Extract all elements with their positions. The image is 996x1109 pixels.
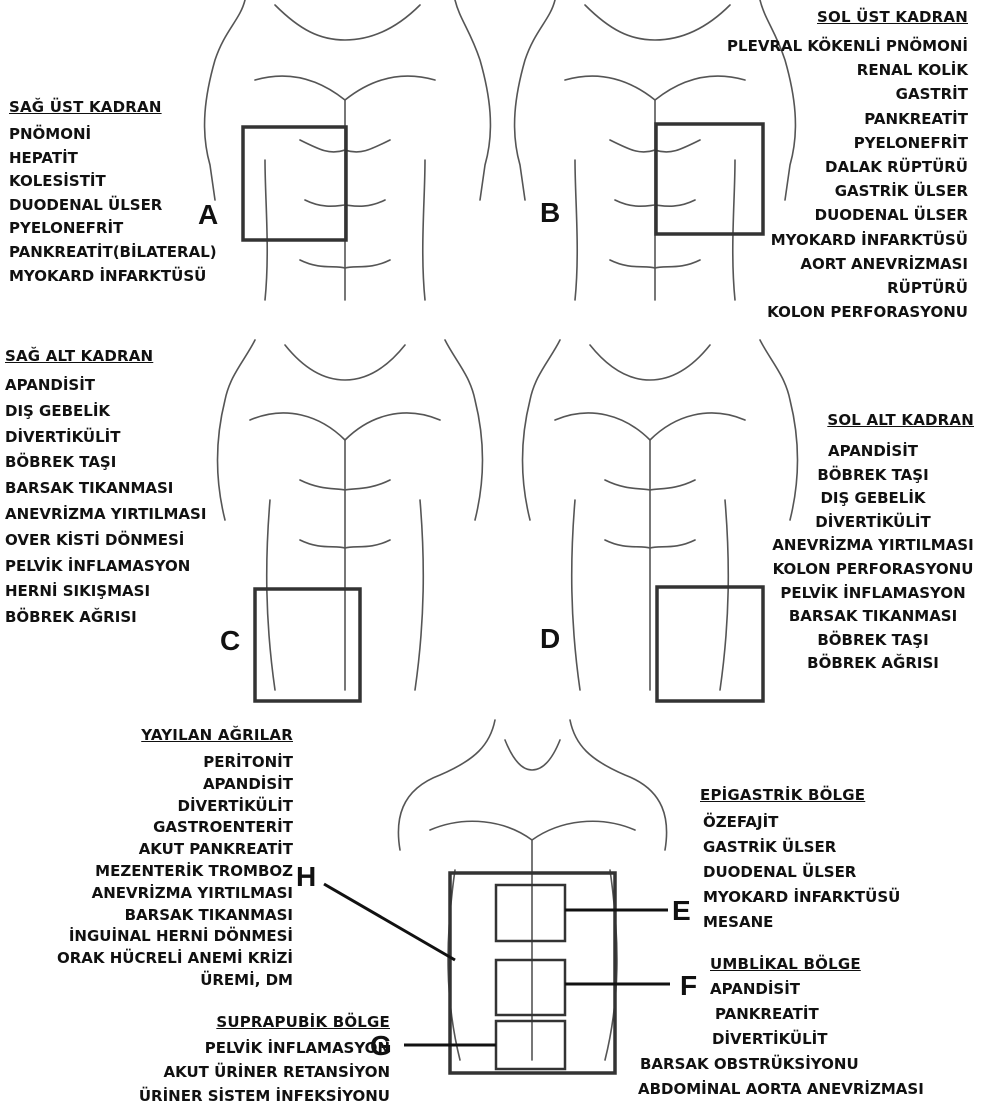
list-item: DIŞ GEBELİK — [5, 399, 206, 425]
list-item: DIŞ GEBELİK — [755, 487, 991, 511]
list-item: PLEVRAL KÖKENLİ PNÖMONİ — [727, 34, 968, 58]
list-item: BARSAK TIKANMASI — [57, 905, 293, 927]
region-g-title: SUPRAPUBİK BÖLGE — [216, 1013, 390, 1032]
list-item: RÜPTÜRÜ — [727, 276, 968, 300]
list-item: BARSAK TIKANMASI — [5, 476, 206, 502]
label-f: F — [680, 971, 697, 1001]
leader-h — [324, 884, 455, 960]
quadrant-a-title: SAĞ ÜST KADRAN — [9, 98, 162, 117]
list-item: HEPATİT — [9, 147, 217, 171]
quadrant-c-title: SAĞ ALT KADRAN — [5, 347, 153, 366]
list-item: APANDİSİT — [57, 774, 293, 796]
list-item: BÖBREK TAŞI — [755, 464, 991, 488]
list-item: OVER KİSTİ DÖNMESİ — [5, 528, 206, 554]
box-d — [657, 587, 763, 701]
list-item: MESANE — [703, 910, 900, 935]
list-item: BÖBREK TAŞI — [5, 450, 206, 476]
torso-bottom-drawing — [398, 720, 666, 1060]
list-item: APANDİSİT — [710, 977, 924, 1002]
label-h: H — [296, 862, 316, 892]
list-item: KOLON PERFORASYONU — [727, 300, 968, 324]
quadrant-b-title: SOL ÜST KADRAN — [817, 8, 968, 27]
list-item: PELVİK İNFLAMASYON — [139, 1036, 390, 1060]
region-e-title: EPİGASTRİK BÖLGE — [700, 786, 865, 805]
list-item: DİVERTİKÜLİT — [755, 511, 991, 535]
quadrant-d-title: SOL ALT KADRAN — [827, 411, 974, 430]
region-g-list: PELVİK İNFLAMASYON AKUT ÜRİNER RETANSİYO… — [139, 1036, 390, 1108]
region-f-list: APANDİSİT PANKREATİT DİVERTİKÜLİT BARSAK… — [710, 977, 924, 1102]
list-item: PNÖMONİ — [9, 123, 217, 147]
list-item: MYOKARD İNFARKTÜSÜ — [727, 228, 968, 252]
list-item: PYELONEFRİT — [9, 217, 217, 241]
region-h-list: PERİTONİT APANDİSİT DİVERTİKÜLİT GASTROE… — [57, 752, 293, 992]
label-a: A — [198, 200, 218, 230]
list-item: BÖBREK AĞRISI — [5, 605, 206, 631]
list-item: AKUT PANKREATİT — [57, 839, 293, 861]
quadrant-a-list: PNÖMONİ HEPATİT KOLESİSTİT DUODENAL ÜLSE… — [9, 123, 217, 288]
list-item: BARSAK OBSTRÜKSİYONU — [640, 1052, 924, 1077]
quadrant-c-list: APANDİSİT DIŞ GEBELİK DİVERTİKÜLİT BÖBRE… — [5, 373, 206, 631]
label-d: D — [540, 624, 560, 654]
list-item: BÖBREK AĞRISI — [755, 652, 991, 676]
label-e: E — [672, 896, 691, 926]
list-item: MYOKARD İNFARKTÜSÜ — [9, 265, 217, 289]
list-item: BÖBREK TAŞI — [755, 629, 991, 653]
list-item: ANEVRİZMA YIRTILMASI — [5, 502, 206, 528]
box-f-umbilical — [496, 960, 565, 1015]
list-item: ANEVRİZMA YIRTILMASI — [57, 883, 293, 905]
list-item: APANDİSİT — [755, 440, 991, 464]
list-item: DUODENAL ÜLSER — [727, 203, 968, 227]
quadrant-d-list: APANDİSİT BÖBREK TAŞI DIŞ GEBELİK DİVERT… — [755, 440, 991, 676]
list-item: PELVİK İNFLAMASYON — [5, 554, 206, 580]
region-f-title: UMBLİKAL BÖLGE — [710, 955, 861, 974]
list-item: PANKREATİT — [715, 1002, 924, 1027]
list-item: DİVERTİKÜLİT — [57, 796, 293, 818]
label-g: G — [370, 1031, 392, 1061]
torso-c-drawing — [218, 340, 483, 690]
list-item: APANDİSİT — [5, 373, 206, 399]
box-a — [243, 127, 346, 240]
box-g-suprapubic — [496, 1021, 565, 1069]
list-item: DALAK RÜPTÜRÜ — [727, 155, 968, 179]
list-item: RENAL KOLİK — [727, 58, 968, 82]
list-item: DUODENAL ÜLSER — [9, 194, 217, 218]
list-item: PELVİK İNFLAMASYON — [755, 582, 991, 606]
list-item: ANEVRİZMA YIRTILMASI — [755, 534, 991, 558]
region-e-list: ÖZEFAJİT GASTRİK ÜLSER DUODENAL ÜLSER MY… — [703, 810, 900, 935]
list-item: AKUT ÜRİNER RETANSİYON — [139, 1060, 390, 1084]
list-item: GASTRİT — [727, 82, 968, 106]
list-item: GASTRİK ÜLSER — [703, 835, 900, 860]
list-item: PERİTONİT — [57, 752, 293, 774]
list-item: İNGUİNAL HERNİ DÖNMESİ — [57, 926, 293, 948]
list-item: ÖZEFAJİT — [703, 810, 900, 835]
list-item: PANKREATİT(BİLATERAL) — [9, 241, 217, 265]
list-item: KOLON PERFORASYONU — [755, 558, 991, 582]
list-item: DİVERTİKÜLİT — [712, 1027, 924, 1052]
list-item: PYELONEFRİT — [727, 131, 968, 155]
list-item: DUODENAL ÜLSER — [703, 860, 900, 885]
list-item: BARSAK TIKANMASI — [755, 605, 991, 629]
quadrant-b-list: PLEVRAL KÖKENLİ PNÖMONİ RENAL KOLİK GAST… — [727, 34, 968, 324]
list-item: DİVERTİKÜLİT — [5, 425, 206, 451]
list-item: MYOKARD İNFARKTÜSÜ — [703, 885, 900, 910]
label-c: C — [220, 626, 240, 656]
label-b: B — [540, 198, 560, 228]
list-item: KOLESİSTİT — [9, 170, 217, 194]
list-item: ÜRİNER SİSTEM İNFEKSİYONU — [139, 1084, 390, 1108]
box-e-epigastric — [496, 885, 565, 941]
list-item: AORT ANEVRİZMASI — [727, 252, 968, 276]
list-item: GASTRİK ÜLSER — [727, 179, 968, 203]
list-item: HERNİ SIKIŞMASI — [5, 579, 206, 605]
list-item: ÜREMİ, DM — [57, 970, 293, 992]
list-item: MEZENTERİK TROMBOZ — [57, 861, 293, 883]
region-h-title: YAYILAN AĞRILAR — [141, 726, 293, 745]
list-item: GASTROENTERİT — [57, 817, 293, 839]
list-item: ORAK HÜCRELİ ANEMİ KRİZİ — [57, 948, 293, 970]
list-item: ABDOMİNAL AORTA ANEVRİZMASI — [638, 1077, 924, 1102]
list-item: PANKREATİT — [727, 107, 968, 131]
